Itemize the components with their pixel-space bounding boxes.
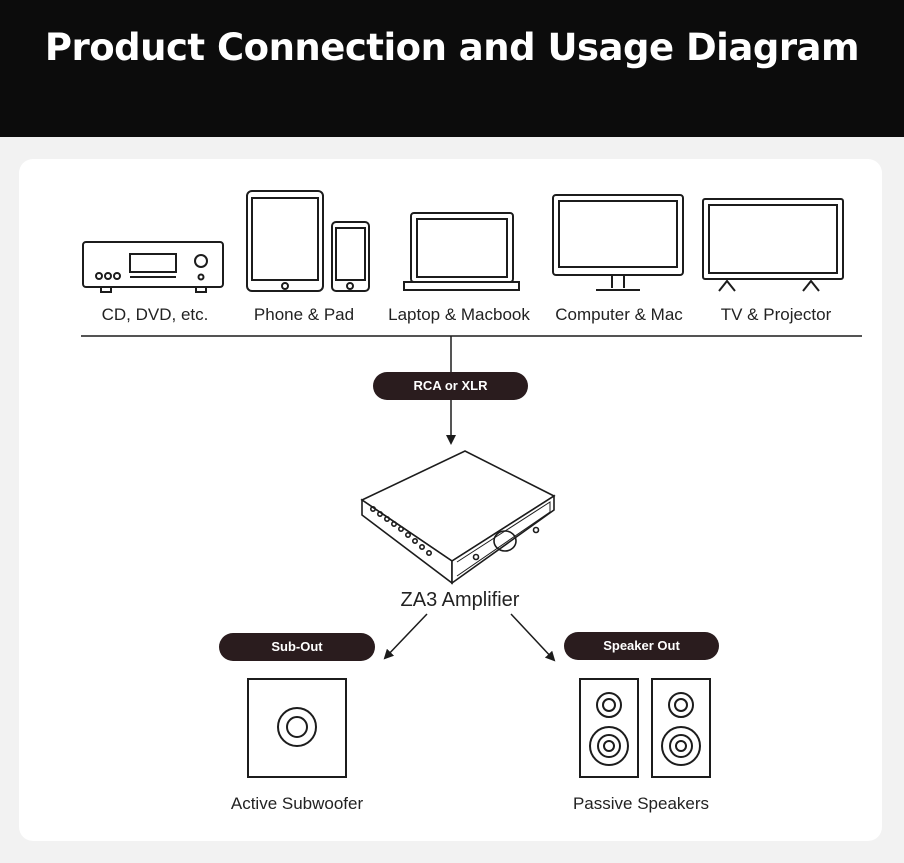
input-connection-pill: RCA or XLR (373, 372, 528, 400)
sub-out-pill: Sub-Out (219, 633, 375, 661)
subwoofer-label: Active Subwoofer (230, 794, 364, 813)
speakers-label: Passive Speakers (572, 794, 710, 813)
speaker-out-pill: Speaker Out (564, 632, 719, 660)
laptop-icon (403, 212, 520, 291)
tv-icon (702, 198, 844, 292)
phone-tablet-icon (246, 190, 370, 292)
amp-to-sub-arrow (383, 613, 428, 660)
cd-player-icon (82, 241, 224, 293)
amplifier-icon (360, 450, 556, 585)
source-label-cd: CD, DVD, etc. (101, 305, 209, 324)
header-banner: Product Connection and Usage Diagram (0, 0, 904, 137)
source-label-laptop: Laptop & Macbook (388, 305, 530, 324)
amp-to-speakers-arrow (510, 613, 556, 662)
source-label-computer: Computer & Mac (555, 305, 683, 324)
amplifier-label: ZA3 Amplifier (400, 589, 520, 611)
subwoofer-icon (247, 678, 347, 778)
page-title: Product Connection and Usage Diagram (44, 26, 860, 69)
speakers-icon (579, 678, 711, 778)
source-label-phone-pad: Phone & Pad (253, 305, 355, 324)
monitor-icon (552, 194, 684, 291)
source-label-tv: TV & Projector (720, 305, 832, 324)
